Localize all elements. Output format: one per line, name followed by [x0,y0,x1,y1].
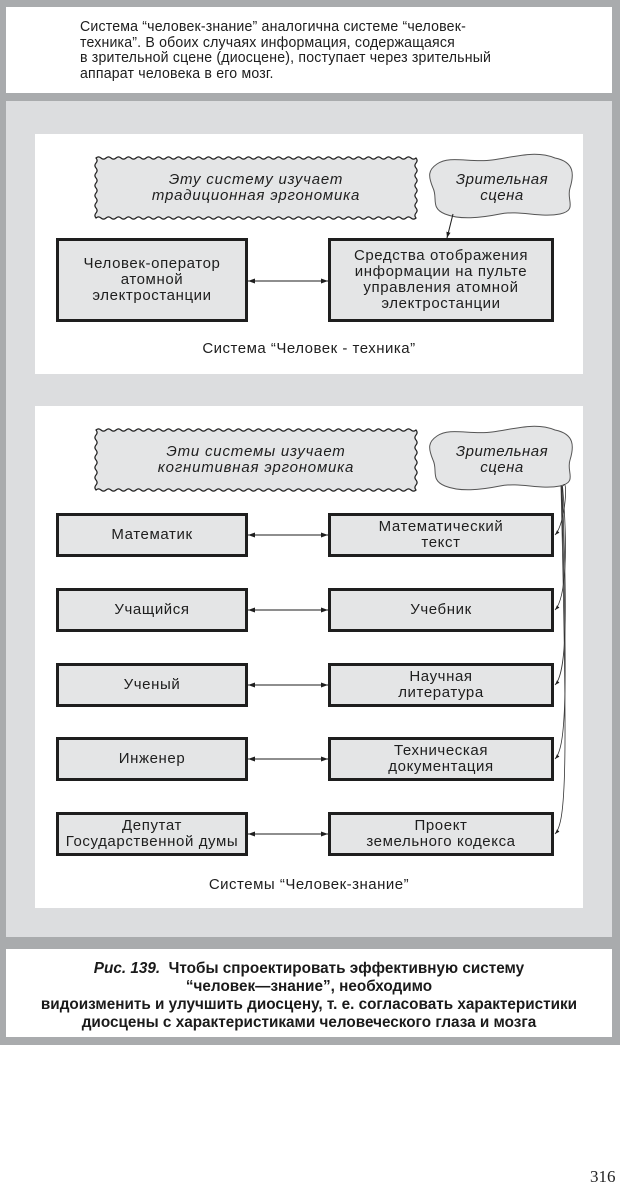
pair-arrows [248,532,328,837]
wavy-box-top [94,156,418,220]
figure-caption-box: Рис. 139. Чтобы спроектировать эффективн… [6,949,612,1037]
knowledge-object-box: Математический текст [328,513,554,557]
scene-to-object-arrow [554,485,566,835]
caption-line-4: диосцены с характеристиками человеческог… [81,1014,537,1031]
human-box: Депутат Государственной думы [56,812,248,856]
human-box: Ученый [56,663,248,707]
visual-scene-label-bottom: Зрительная сцена [455,443,549,476]
intro-text: Система “человек-знание” аналогична сист… [80,18,492,82]
knowledge-object-box: Учебник [328,588,554,632]
caption-line-2: “человек—знание”, необходимо [185,978,433,995]
human-technology-caption: Система “Человек - техника” [202,340,416,357]
wavy-box-bottom [94,428,418,492]
caption-line-1: Чтобы спроектировать эффективную систему [168,960,525,977]
scene-to-object-arrow [554,483,566,536]
intro-block: Система “человек-знание” аналогична сист… [6,7,612,93]
cloud-shape-top [429,153,573,219]
traditional-ergonomics-label: Эту систему изучает традиционная эргоном… [151,171,361,204]
diagram-connectors [94,153,573,837]
cloud-to-display-arrow [446,213,454,239]
operator-box: Человек-оператор атомной электростанции [56,238,248,322]
knowledge-object-box: Проект земельного кодекса [328,812,554,856]
scene-arrows [554,483,566,835]
display-means-box: Средства отображения информации на пульт… [328,238,554,322]
human-knowledge-caption: Системы “Человек-знание” [208,876,410,893]
cognitive-ergonomics-label: Эти системы изучает когнитивная эргономи… [157,443,355,476]
human-box: Инженер [56,737,248,781]
human-box: Математик [56,513,248,557]
human-box: Учащийся [56,588,248,632]
cloud-shape-bottom [429,425,573,491]
knowledge-object-box: Научная литература [328,663,554,707]
visual-scene-label-top: Зрительная сцена [455,171,549,204]
knowledge-object-box: Техническая документация [328,737,554,781]
figure-number: Рис. 139. [93,960,161,977]
page-number: 316 [590,1167,616,1186]
figure-caption: Рис. 139. Чтобы спроектировать эффективн… [6,960,612,1032]
caption-line-3: видоизменить и улучшить диосцену, т. е. … [40,996,578,1013]
